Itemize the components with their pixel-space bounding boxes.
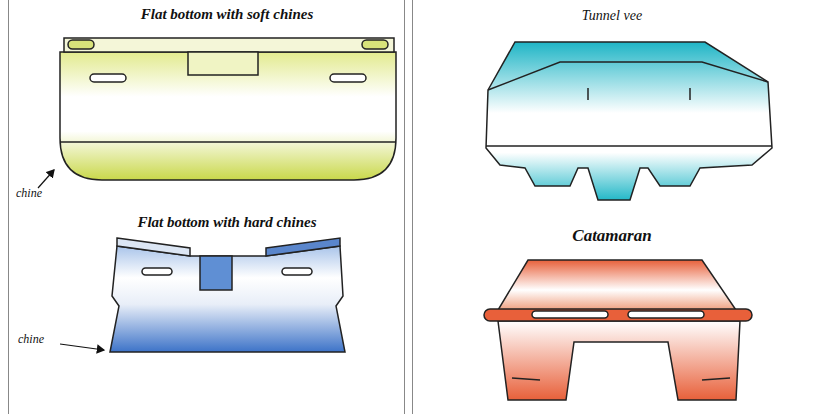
- part-label: chine: [18, 332, 44, 347]
- hull-title: Tunnel vee: [582, 8, 642, 24]
- hull-title: Catamaran: [572, 226, 651, 246]
- hull-title: Flat bottom with soft chines: [141, 6, 314, 23]
- part-label: chine: [16, 186, 42, 201]
- hull-title: Flat bottom with hard chines: [137, 214, 316, 231]
